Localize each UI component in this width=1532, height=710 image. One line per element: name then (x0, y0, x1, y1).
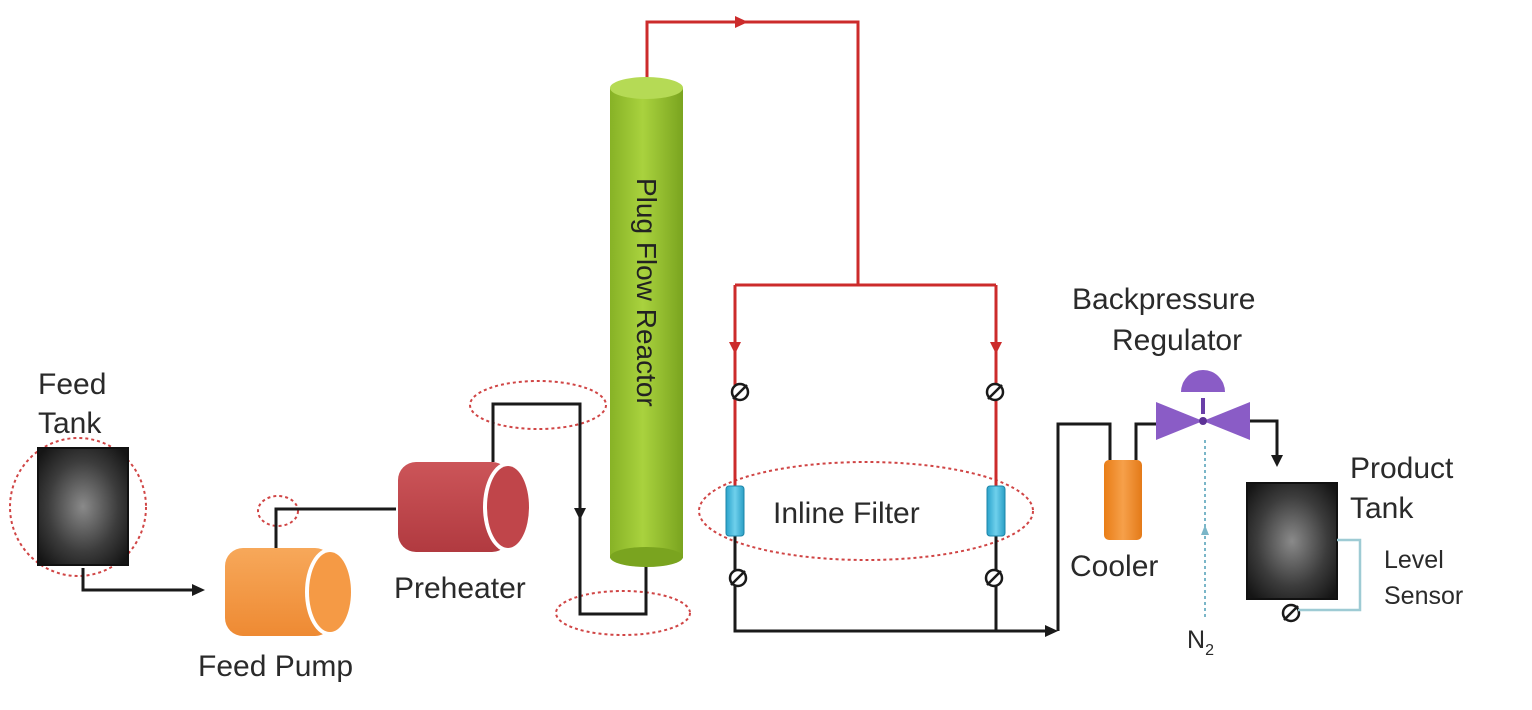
product-tank-label-line2: Tank (1350, 492, 1414, 525)
bpr-label-line2: Regulator (1112, 324, 1242, 357)
cooler-label: Cooler (1070, 550, 1158, 583)
level-sensor-label-line2: Sensor (1384, 582, 1463, 610)
valve-right-bottom (984, 568, 1004, 588)
labels: Feed Tank Feed Pump Preheater Plug Flow … (38, 178, 1463, 683)
reactor-inlet-highlight (555, 590, 691, 636)
feed-tank (37, 447, 129, 566)
arrowheads-black (192, 455, 1283, 637)
arrow-down-preheater-line (574, 508, 586, 520)
preheater-label: Preheater (394, 572, 526, 605)
reactor-label: Plug Flow Reactor (631, 178, 662, 407)
inline-filters (725, 485, 1006, 537)
valve-product-drain (1281, 603, 1301, 623)
line-bpr-to-product-tank (1245, 419, 1279, 455)
line-down-to-reactor-bottom (578, 512, 648, 616)
line-to-cooler (1056, 422, 1112, 631)
highlight-ellipses (9, 380, 1034, 636)
feed-pump (225, 548, 355, 636)
valve-left-bottom (728, 568, 748, 588)
inline-filter-highlight (698, 461, 1034, 561)
level-sensor-label-line1: Level (1384, 546, 1444, 574)
valve-right-top (985, 382, 1005, 402)
process-lines (81, 402, 1279, 633)
arrow-into-cooler-line (1045, 625, 1058, 637)
feed-tank-label-line1: Feed (38, 368, 106, 401)
line-cooler-to-bpr (1134, 422, 1158, 460)
reactor-effluent-lines (645, 20, 998, 488)
line-reactor-top-out (645, 20, 860, 285)
isolation-valves (728, 382, 1301, 623)
valve-left-top (730, 382, 750, 402)
pump-outlet-highlight (257, 495, 299, 527)
arrowheads-red (729, 16, 1002, 354)
filter-left (725, 485, 745, 537)
plug-flow-reactor (610, 77, 683, 567)
line-preheater-to-reactor (491, 402, 582, 512)
n2-label-subscript: 2 (1205, 642, 1214, 659)
level-sensor-line (1298, 538, 1362, 612)
line-filter-collector (733, 535, 1045, 633)
line-tank-to-pump (81, 568, 200, 592)
n2-label-main: N (1187, 626, 1205, 654)
preheater-outlet-highlight (469, 380, 607, 430)
feed-tank-highlight (9, 437, 147, 577)
feed-pump-label: Feed Pump (198, 650, 353, 683)
arrow-left-branch (729, 342, 741, 354)
product-tank-label-line1: Product (1350, 452, 1454, 485)
n2-arrowhead (1201, 525, 1209, 535)
arrow-into-product-tank (1271, 455, 1283, 467)
feed-tank-label-line2: Tank (38, 407, 102, 440)
line-pump-to-preheater (274, 507, 396, 548)
arrow-top-red (735, 16, 748, 28)
backpressure-regulator (1156, 370, 1250, 440)
arrow-right-branch (990, 342, 1002, 354)
n2-label: N2 (1187, 626, 1214, 659)
preheater (398, 462, 533, 552)
inline-filter-label: Inline Filter (773, 497, 920, 530)
cooler (1104, 460, 1142, 540)
product-tank (1246, 482, 1338, 600)
bpr-label-line1: Backpressure (1072, 283, 1255, 316)
filter-right (986, 485, 1006, 537)
arrow-into-pump (192, 584, 205, 596)
